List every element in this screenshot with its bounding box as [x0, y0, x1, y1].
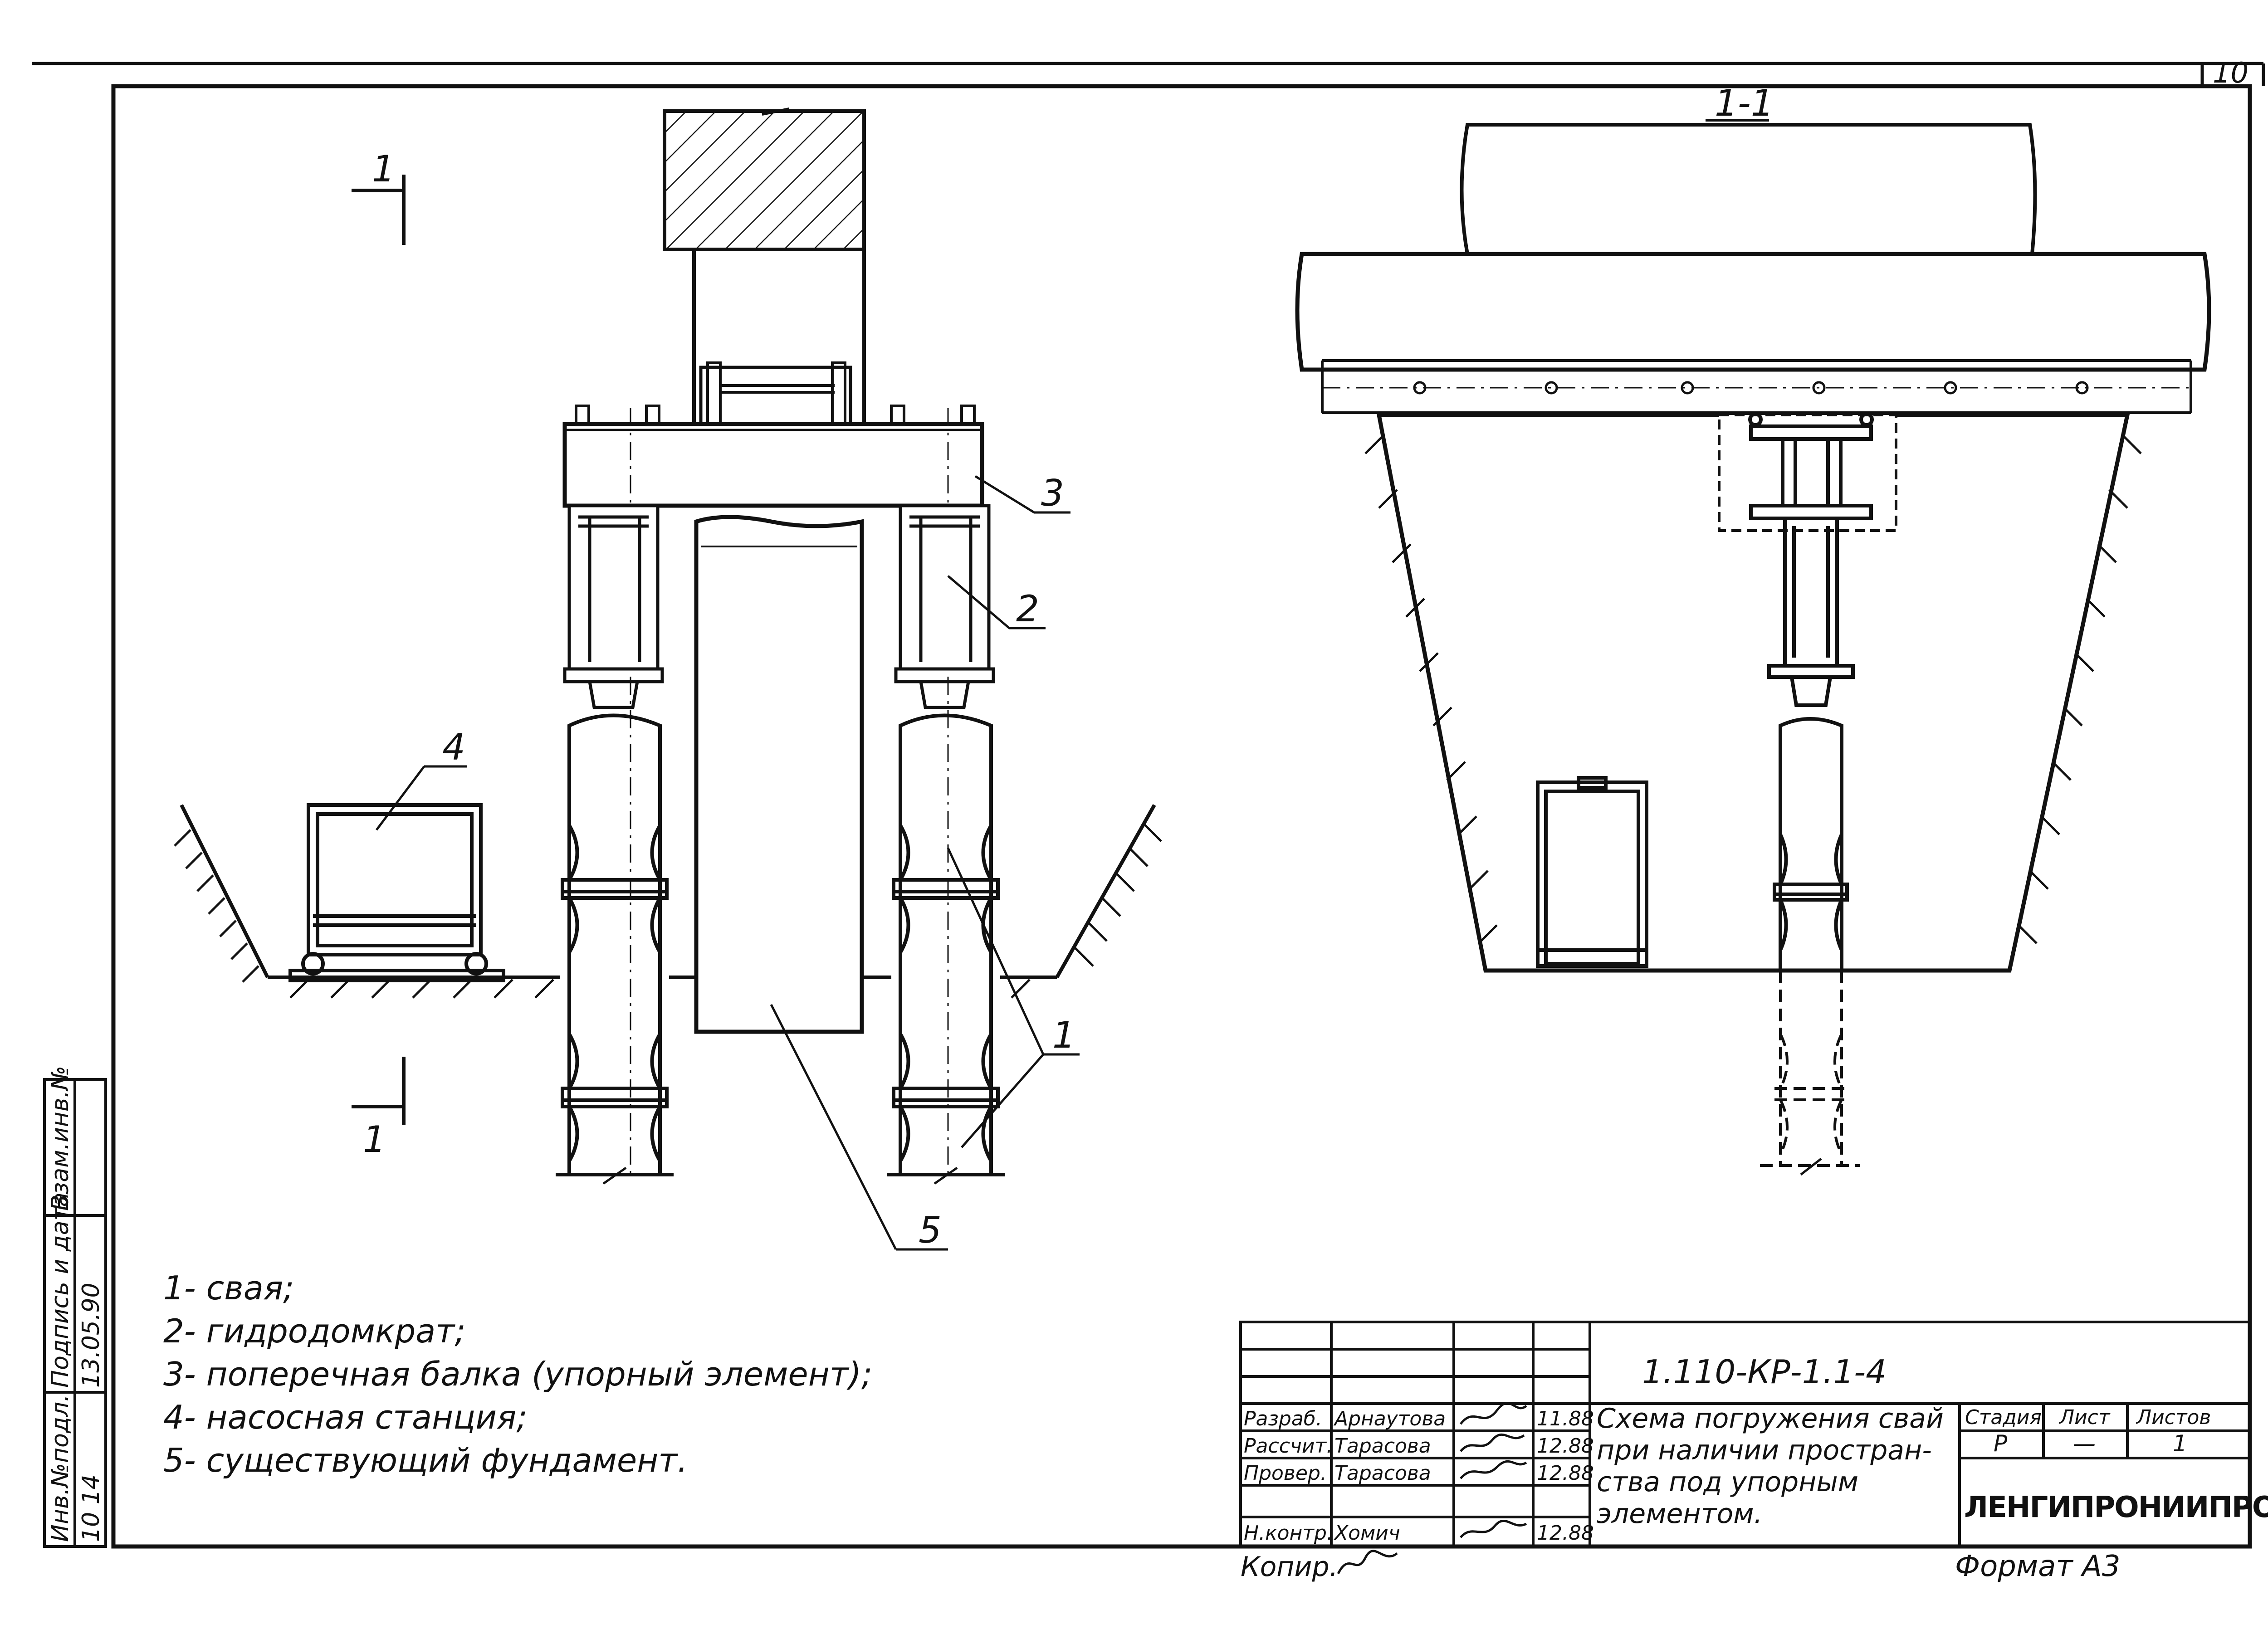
legend-item-1: 1- свая; [163, 1269, 294, 1307]
i-beam-section [1718, 414, 1897, 532]
row-1-role: Разраб. [1244, 1407, 1322, 1430]
left-jack [563, 504, 664, 709]
section-mark-bottom [352, 1057, 406, 1125]
row-2-role: Рассчит. [1244, 1434, 1333, 1458]
callout-jack: 2 [1016, 588, 1039, 630]
legend-item-4: 4- насосная станция; [163, 1398, 528, 1436]
side-stamp [43, 1078, 107, 1548]
slab [1295, 252, 2211, 372]
row-4-name: Хомич [1334, 1522, 1400, 1545]
copy-label: Копир. [1241, 1551, 1338, 1583]
title-line-2: при наличии простран- [1597, 1434, 1932, 1466]
callout-beam: 3 [1041, 472, 1064, 514]
section-mark-top-label: 1 [372, 148, 395, 190]
legend-item-2: 2- гидродомкрат; [163, 1312, 466, 1350]
section-title: 1-1 [1715, 82, 1774, 124]
callout-pump: 4 [442, 726, 465, 768]
signatures [1460, 1402, 1527, 1538]
row-2-date: 12.88 [1537, 1434, 1594, 1458]
title-block-grid [1239, 1321, 2251, 1548]
row-4-date: 12.88 [1537, 1522, 1594, 1545]
right-jack [894, 504, 995, 709]
callout-pile: 1 [1052, 1014, 1075, 1056]
section-jack [1767, 517, 1855, 707]
right-pile [887, 713, 1005, 1185]
existing-foundation [694, 515, 864, 1034]
row-1-date: 11.88 [1537, 1407, 1594, 1430]
title-line-4: элементом. [1597, 1498, 1763, 1530]
row-4-role: Н.контр. [1244, 1522, 1333, 1545]
copy-signature [1337, 1550, 1398, 1575]
format-label: Формат А3 [1955, 1550, 2121, 1583]
row-3-date: 12.88 [1537, 1462, 1594, 1485]
sheet-frame [32, 62, 2265, 1549]
legend: 1- свая; 2- гидродомкрат; 3- поперечная … [163, 1269, 872, 1479]
section-mark-bottom-label: 1 [363, 1118, 386, 1161]
stage-value: Р [1994, 1430, 2008, 1457]
section-pump [1536, 776, 1648, 968]
stamp-inv-value: 10 14 [78, 1474, 105, 1542]
row-3-name: Тарасова [1334, 1462, 1431, 1485]
left-view-labels: 1 1 3 2 4 1 5 [363, 148, 1075, 1251]
title-line-1: Схема погружения свай [1597, 1403, 1944, 1434]
callout-foundation: 5 [919, 1209, 942, 1251]
title-block: 1.110-КР-1.1-4 Разраб. Арнаутова 11.88 Р… [1244, 1353, 2268, 1545]
pile-below-dashed [1760, 971, 1860, 1167]
stamp-date-value: 13.05.90 [78, 1283, 105, 1388]
page-number: 10 [2213, 56, 2248, 89]
upper-wall [1460, 123, 2037, 256]
left-pile [556, 713, 674, 1185]
sheet-value: — [2073, 1430, 2096, 1457]
legend-item-5: 5- существующий фундамент. [163, 1441, 688, 1479]
section-pile [1773, 717, 1849, 971]
organization: ЛЕНГИПРОНИИПРОЕКТ [1964, 1491, 2268, 1524]
stamp-replace-label: Взам.инв.№ [47, 1066, 74, 1211]
row-1-name: Арнаутова [1333, 1407, 1446, 1430]
doc-number: 1.110-КР-1.1-4 [1642, 1353, 1887, 1391]
left-view [174, 107, 1162, 1251]
column-hatched-part [663, 109, 866, 251]
transverse-beam [562, 422, 984, 508]
stamp-inv-label: Инв.№подл. [47, 1394, 74, 1542]
sheet-header: Лист [2058, 1406, 2111, 1429]
slope-hatch [1364, 434, 2142, 944]
right-view [1295, 123, 2211, 1176]
stage-header: Стадия [1965, 1406, 2042, 1429]
legend-item-3: 3- поперечная балка (упорный элемент); [163, 1355, 872, 1393]
row-3-role: Провер. [1244, 1462, 1327, 1485]
title-line-3: ства под упорным [1597, 1466, 1858, 1498]
stamp-sign-label: Подпись и дата [47, 1192, 74, 1388]
row-2-name: Тарасова [1334, 1434, 1431, 1458]
callout-leaders [376, 475, 1080, 1251]
sheets-value: 1 [2173, 1430, 2187, 1457]
section-mark-top [352, 175, 406, 245]
sheets-header: Листов [2136, 1406, 2211, 1429]
side-stamp-text: Инв.№подл. Подпись и дата Взам.инв.№ 10 … [47, 1066, 105, 1542]
pit-outline [180, 804, 1156, 979]
ground-hatch [174, 822, 1162, 999]
pump-station [288, 803, 505, 982]
